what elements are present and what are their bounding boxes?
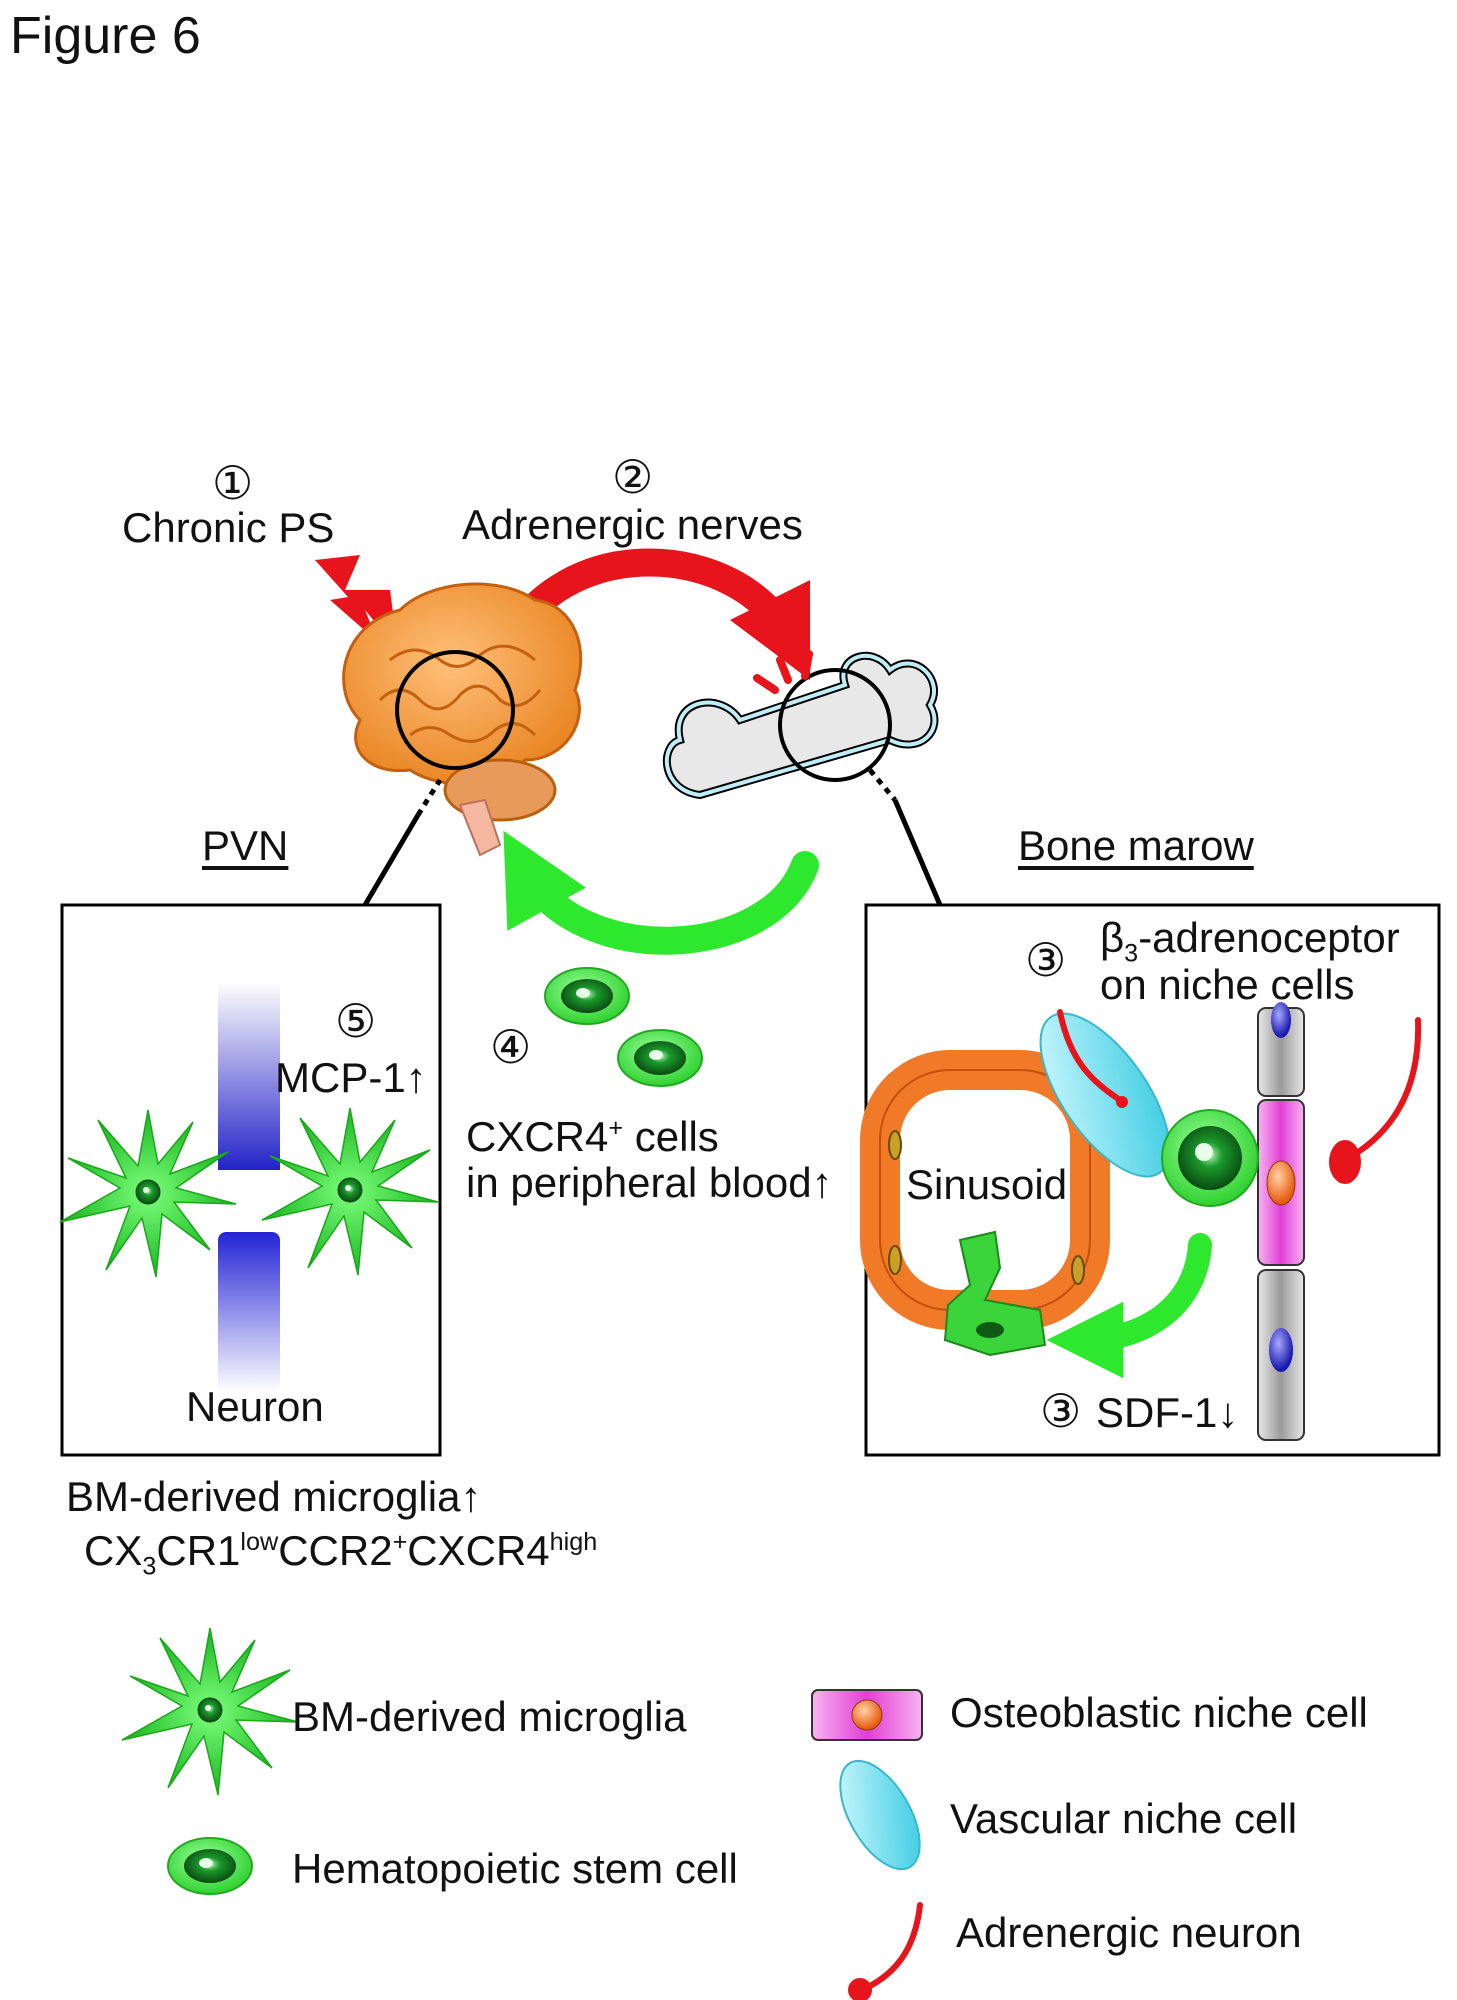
legend-osteoblastic-icon: [811, 1689, 923, 1741]
step5-number: ⑤: [335, 995, 377, 1047]
neuron-top: [218, 982, 280, 1170]
bone-icon: [663, 650, 939, 800]
bm-hsc: [1161, 1109, 1259, 1207]
legend-vascular-icon: [839, 1759, 921, 1871]
neuron-label: Neuron: [186, 1383, 324, 1430]
step3a-number: ③: [1025, 934, 1067, 986]
step3b-number: ③: [1040, 1385, 1082, 1437]
microglia-note-line1: BM-derived microglia↑: [66, 1473, 482, 1520]
blood-hsc-2: [617, 1029, 703, 1087]
sdf-arrow: [1046, 1233, 1212, 1379]
migrating-hsc: [943, 1230, 1047, 1357]
step3b-label: SDF-1↓: [1096, 1389, 1239, 1436]
legend-hsc-label: Hematopoietic stem cell: [292, 1845, 738, 1892]
sinusoid-label: Sinusoid: [906, 1161, 1068, 1208]
step5-label: MCP-1↑: [275, 1054, 427, 1101]
legend-vascular-label: Vascular niche cell: [950, 1795, 1298, 1842]
step4-number: ④: [490, 1021, 532, 1073]
adrenergic-neuron-2: [1342, 1017, 1422, 1163]
legend-osteoblastic-label: Osteoblastic niche cell: [950, 1689, 1368, 1736]
step4-line1: CXCR4+ cells: [466, 1113, 719, 1160]
step1-number: ①: [212, 457, 254, 509]
figure-label: Figure 6: [10, 7, 201, 65]
bone-marrow-title: Bone marow: [1018, 822, 1254, 869]
step2-label: Adrenergic nerves: [462, 501, 803, 548]
blood-hsc-1: [544, 967, 630, 1025]
neuron-bottom: [218, 1232, 280, 1392]
legend-microglia-icon: [121, 1627, 299, 1796]
legend-hsc-icon: [167, 1837, 253, 1895]
adrenergic-neuron-1: [1057, 1009, 1123, 1103]
legend-adrenergic-label: Adrenergic neuron: [956, 1909, 1302, 1956]
legend-microglia-label: BM-derived microglia: [292, 1693, 687, 1740]
step3a-line2: on niche cells: [1100, 961, 1355, 1008]
step3a-line1: β3-adrenoceptor: [1100, 914, 1400, 968]
step1-label: Chronic PS: [122, 504, 335, 551]
brain-icon: [342, 582, 583, 857]
microglia-note-formula: CX3CR1lowCCR2+CXCR4high: [84, 1527, 598, 1581]
step2-number: ②: [612, 451, 654, 503]
legend-adrenergic-icon: [848, 1902, 923, 2000]
stress-lightning: [315, 555, 398, 650]
pvn-title: PVN: [202, 822, 289, 869]
cell-return-arrow: [503, 830, 819, 955]
step4-line2: in peripheral blood↑: [466, 1159, 833, 1206]
